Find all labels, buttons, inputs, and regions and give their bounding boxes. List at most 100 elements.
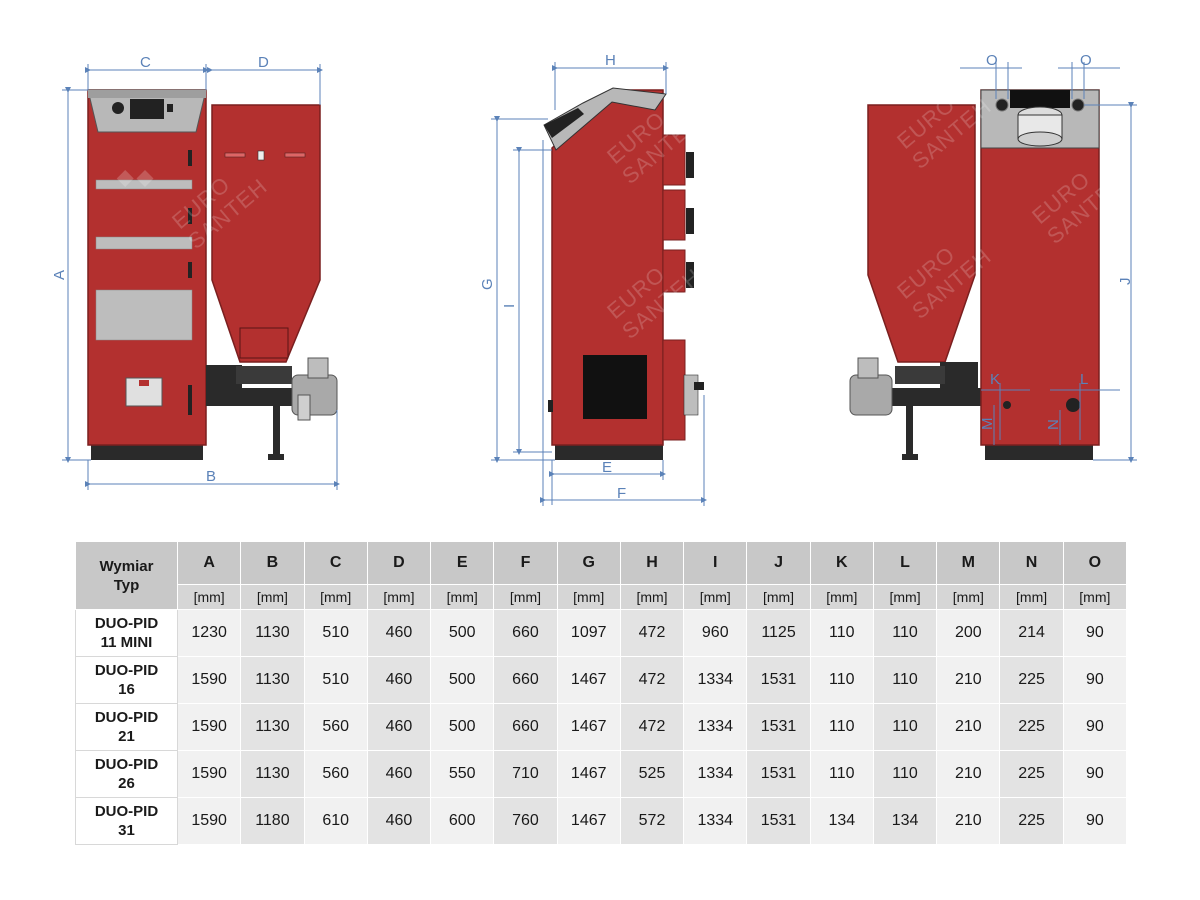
cell-n: 225 [999,750,1064,798]
side-view: EURO SANTEH EURO SANTEH H G I E F [479,52,707,506]
cell-m: 210 [936,656,1001,704]
dim-label-a: A [51,270,68,280]
cell-m: 210 [936,750,1001,798]
cell-g: 1467 [556,656,621,704]
dim-label-i: I [501,304,518,308]
cell-l: 134 [872,797,938,845]
cell-o: 90 [1062,656,1127,704]
cell-m: 210 [936,797,1001,845]
cell-a: 1590 [176,750,242,798]
row-model-name: DUO-PID 31 [75,797,178,845]
cell-e: 600 [430,797,495,845]
cell-k: 110 [809,703,874,751]
cell-f: 660 [493,703,558,751]
cell-e: 500 [430,703,495,751]
cell-b: 1180 [240,797,305,845]
row-model-name: DUO-PID 16 [75,656,178,704]
dim-label-j: J [1117,278,1134,286]
cell-m: 200 [936,609,1001,657]
dim-label-m: M [979,418,996,431]
cell-e: 500 [430,609,495,657]
cell-i: 1334 [683,703,748,751]
front-view: EURO SANTEH C D A B [51,54,340,490]
model-size: 31 [118,822,135,839]
cell-k: 110 [809,750,874,798]
column-unit: [mm] [936,584,1001,610]
cell-j: 1531 [746,797,811,845]
dim-label-c: C [140,54,151,71]
cell-h: 472 [619,703,685,751]
column-header-k: K [809,541,874,585]
cell-d: 460 [366,703,432,751]
column-header-a: A [176,541,242,585]
cell-h: 472 [619,656,685,704]
column-header-j: J [746,541,811,585]
cell-h: 525 [619,750,685,798]
cell-k: 110 [809,656,874,704]
model-size: 11 MINI [100,634,153,651]
model-series: DUO-PID [94,756,159,773]
corner-label-wymiar: Wymiar [99,557,154,575]
column-header-o: O [1062,541,1127,585]
cell-j: 1531 [746,750,811,798]
cell-i: 1334 [683,797,748,845]
dim-label-n: N [1045,419,1062,430]
cell-n: 225 [999,656,1064,704]
cell-l: 110 [872,750,938,798]
cell-h: 572 [619,797,685,845]
column-header-h: H [619,541,685,585]
cell-f: 760 [493,797,558,845]
model-series: DUO-PID [94,803,159,820]
column-header-f: F [493,541,558,585]
rear-view: EURO SANTEH EURO SANTEH EURO SANTEH O O … [849,52,1137,463]
column-unit: [mm] [366,584,432,610]
cell-n: 225 [999,797,1064,845]
column-unit: [mm] [240,584,305,610]
model-size: 21 [118,728,135,745]
table-corner-header: Wymiar Typ [75,541,178,610]
cell-j: 1125 [746,609,811,657]
model-size: 16 [118,681,135,698]
column-unit: [mm] [683,584,748,610]
cell-i: 960 [683,609,748,657]
cell-c: 510 [303,656,368,704]
dim-label-e: E [602,459,612,476]
cell-g: 1097 [556,609,621,657]
model-series: DUO-PID [94,662,159,679]
cell-f: 660 [493,656,558,704]
cell-o: 90 [1062,703,1127,751]
cell-b: 1130 [240,656,305,704]
cell-o: 90 [1062,750,1127,798]
dim-label-l: L [1080,371,1088,388]
column-unit: [mm] [493,584,558,610]
dim-label-o-right: O [1080,52,1092,69]
table-units-row: [mm][mm][mm][mm][mm][mm][mm][mm][mm][mm]… [76,584,1127,610]
dim-label-b: B [206,468,216,485]
technical-drawing: EURO SANTEH C D A B [51,52,1137,506]
dim-label-k: K [990,371,1000,388]
cell-a: 1590 [176,656,242,704]
dim-label-o-left: O [986,52,998,69]
cell-n: 225 [999,703,1064,751]
cell-e: 550 [430,750,495,798]
column-header-g: G [556,541,621,585]
dim-label-d: D [258,54,269,71]
dim-label-g: G [479,278,496,290]
cell-d: 460 [366,609,432,657]
cell-d: 460 [366,750,432,798]
cell-f: 710 [493,750,558,798]
dim-label-h: H [605,52,616,69]
cell-o: 90 [1062,609,1127,657]
column-header-b: B [240,541,305,585]
column-unit: [mm] [872,584,938,610]
cell-d: 460 [366,656,432,704]
column-unit: [mm] [176,584,242,610]
column-unit: [mm] [430,584,495,610]
column-header-n: N [999,541,1064,585]
cell-c: 560 [303,750,368,798]
